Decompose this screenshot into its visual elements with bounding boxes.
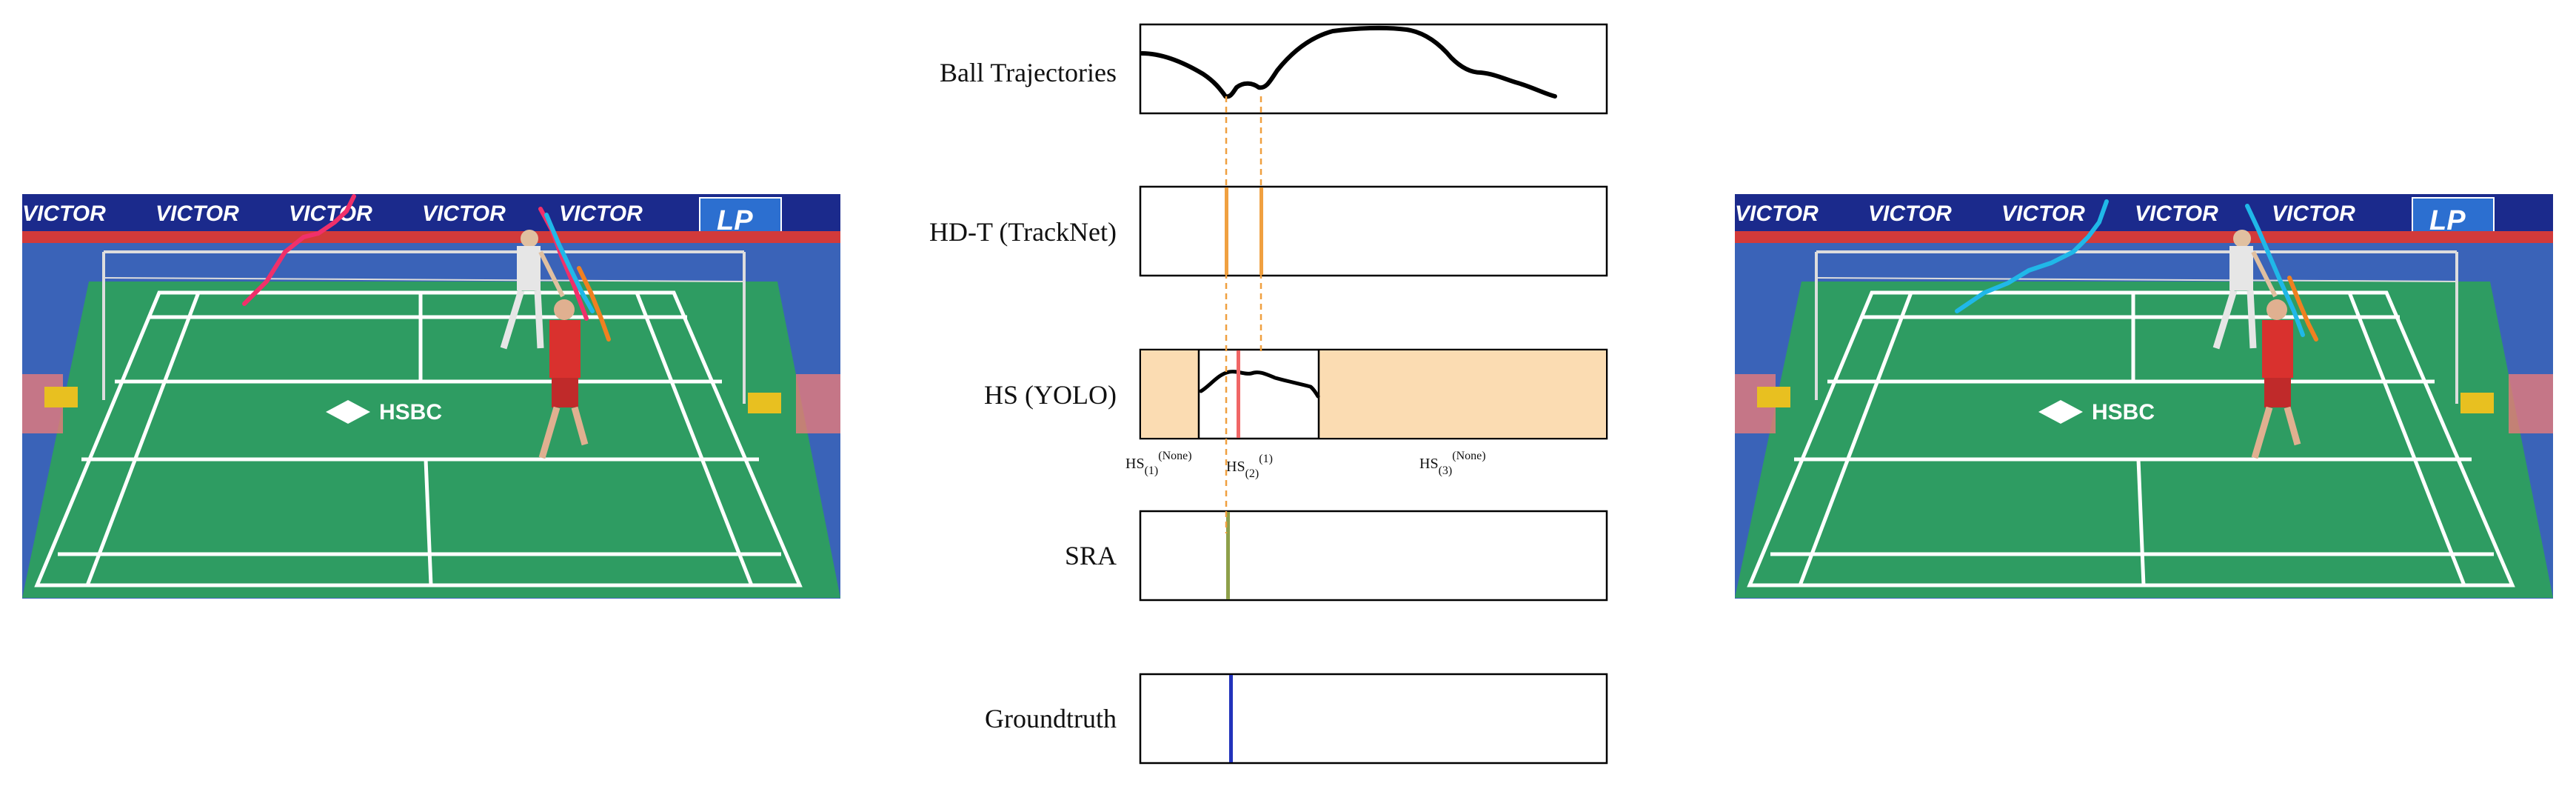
label-ball-trajectories: Ball Trajectories xyxy=(940,58,1117,87)
right-player-near xyxy=(2251,299,2301,459)
right-net xyxy=(1815,250,2458,404)
svg-text:HSBC: HSBC xyxy=(2092,400,2155,425)
ball-trajectory-curve xyxy=(1140,25,1557,99)
right-trajectory-orange xyxy=(2287,276,2318,342)
left-net xyxy=(102,250,746,404)
left-banner-text-1: VICTOR xyxy=(22,202,106,226)
left-court-floor xyxy=(22,282,840,598)
right-banner-text-4: VICTOR xyxy=(2135,202,2218,226)
hs-segment-1 xyxy=(1141,350,1199,438)
left-banner-text-5: VICTOR xyxy=(559,202,643,226)
left-trajectory-pink xyxy=(242,194,356,306)
left-trajectory-orange xyxy=(577,266,611,342)
box-sra xyxy=(1139,510,1608,602)
right-banner-text-1: VICTOR xyxy=(1735,202,1819,226)
right-player-far xyxy=(2212,230,2278,350)
hs-label-2: HS(2)(1) xyxy=(1226,453,1273,480)
left-banner-text-2: VICTOR xyxy=(155,202,239,226)
left-court-lines xyxy=(34,290,803,587)
right-video-frame: VICTOR VICTOR VICTOR VICTOR VICTOR LP xyxy=(1735,194,2553,599)
left-trajectory-cyan xyxy=(544,213,595,313)
label-hs-yolo: HS (YOLO) xyxy=(984,380,1117,410)
left-banner-text-4: VICTOR xyxy=(422,202,506,226)
groundtruth-marker xyxy=(1229,675,1233,762)
svg-text:HSBC: HSBC xyxy=(379,400,442,425)
right-court-lines xyxy=(1747,290,2515,587)
left-video-frame: VICTOR VICTOR VICTOR VICTOR VICTOR LP xyxy=(22,194,840,599)
hs-segment-3 xyxy=(1319,350,1606,438)
right-trajectory-cyan-long xyxy=(1955,199,2109,313)
label-sra: SRA xyxy=(1065,541,1117,570)
left-logo-hsbc: HSBC xyxy=(326,400,442,425)
sra-marker xyxy=(1226,512,1230,599)
hs-marker xyxy=(1237,350,1240,438)
left-player-near xyxy=(538,299,589,459)
hs-label-1: HS(1)(None) xyxy=(1125,450,1192,477)
label-hd-t: HD-T (TrackNet) xyxy=(929,217,1117,247)
right-banner-text-5: VICTOR xyxy=(2272,202,2355,226)
right-trajectory-cyan-short xyxy=(2245,204,2305,337)
box-ball-trajectories xyxy=(1139,23,1608,115)
box-hd-t xyxy=(1139,185,1608,277)
hs-label-3: HS(3)(None) xyxy=(1419,450,1486,477)
left-player-far xyxy=(500,230,565,350)
box-groundtruth xyxy=(1139,673,1608,765)
center-panel: Ball Trajectories HD-T (TrackNet) HS (YO… xyxy=(929,23,1608,765)
right-banner-text-2: VICTOR xyxy=(1868,202,1952,226)
right-logo-hsbc: HSBC xyxy=(2038,400,2155,425)
label-groundtruth: Groundtruth xyxy=(985,704,1117,733)
left-banner-text-3: VICTOR xyxy=(289,202,372,226)
right-banner-text-3: VICTOR xyxy=(2001,202,2085,226)
right-court-floor xyxy=(1735,282,2553,598)
hs-segment-2-trajectory xyxy=(1199,370,1320,399)
